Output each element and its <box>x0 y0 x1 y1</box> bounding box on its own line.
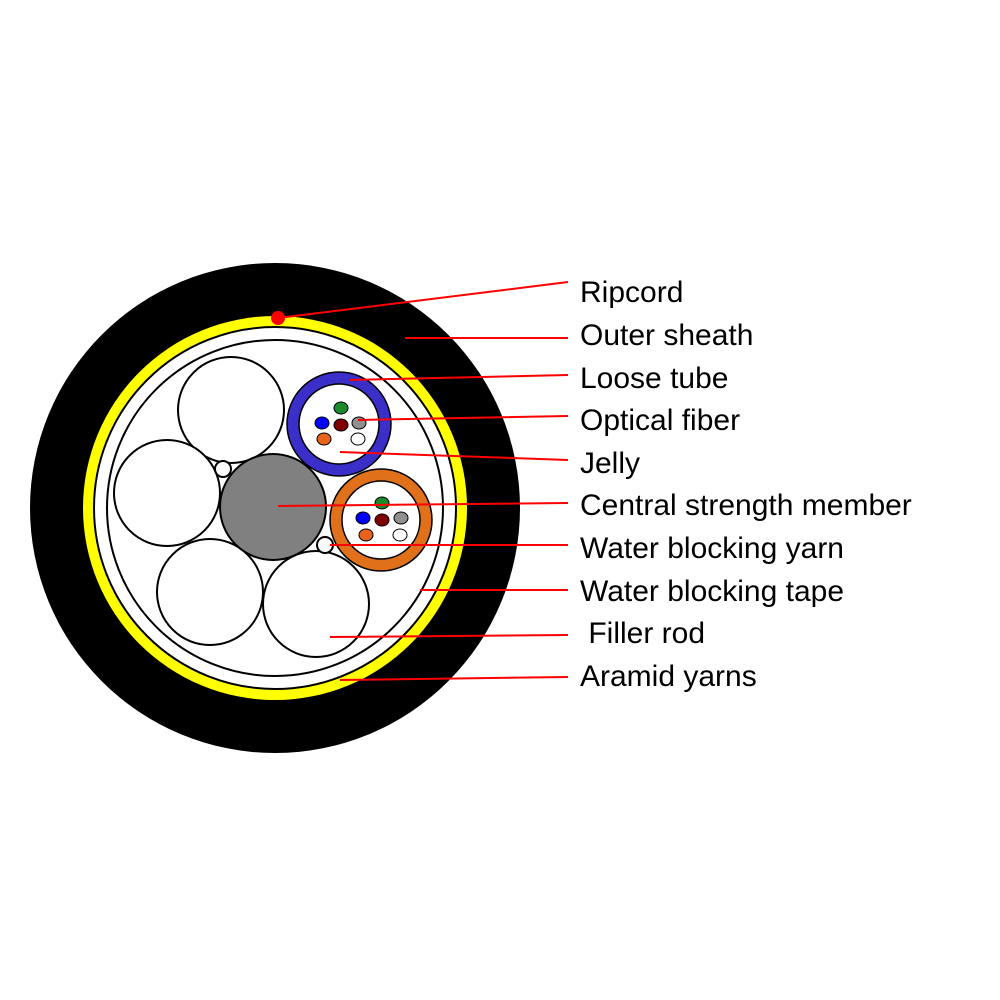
label-aramid-yarns: Aramid yarns <box>580 660 757 693</box>
optical-fiber <box>393 511 409 525</box>
filler-rod <box>113 439 221 547</box>
leader-line-filler-rod <box>329 634 569 638</box>
label-water-blocking-tape: Water blocking tape <box>580 575 844 608</box>
label-optical-fiber: Optical fiber <box>580 404 740 437</box>
optical-fiber <box>350 432 366 446</box>
filler-rod <box>262 550 370 658</box>
loose-tube-orange-edge <box>329 468 433 572</box>
loose-tube-blue-edge <box>286 371 392 477</box>
leader-line-aramid-yarns <box>339 676 569 681</box>
label-central-strength-member: Central strength member <box>580 489 912 522</box>
leader-lines <box>277 281 569 681</box>
label-loose-tube: Loose tube <box>580 362 728 395</box>
loose-tube-blue-inner-edge <box>298 383 380 465</box>
leader-line-ripcord <box>277 281 569 319</box>
leader-line-loose-tube <box>349 374 569 381</box>
leader-line-optical-fiber <box>357 415 569 421</box>
optical-fiber <box>392 528 408 542</box>
optical-fiber <box>316 432 332 446</box>
optical-fibers-blue-tube <box>314 401 367 446</box>
optical-fiber <box>355 511 371 525</box>
optical-fiber <box>374 496 390 510</box>
leader-line-central-strength-member <box>277 502 569 507</box>
filler-rod <box>177 356 285 464</box>
optical-fiber <box>333 401 349 415</box>
label-ripcord: Ripcord <box>580 276 683 309</box>
optical-fibers-orange-tube <box>355 496 409 542</box>
optical-fiber <box>374 513 390 527</box>
filler-rod <box>156 538 264 646</box>
optical-fiber <box>358 528 374 542</box>
optical-fiber <box>351 416 367 430</box>
loose-tube-orange-inner-edge <box>341 480 421 560</box>
central-strength-member <box>219 453 327 561</box>
labels: Ripcord Outer sheath Loose tube Optical … <box>580 276 912 693</box>
water-blocking-yarn <box>214 460 232 478</box>
label-water-blocking-yarn: Water blocking yarn <box>580 532 844 565</box>
optical-fiber <box>314 416 330 430</box>
leader-line-jelly <box>339 451 569 461</box>
label-outer-sheath: Outer sheath <box>580 319 753 352</box>
optical-fiber <box>333 418 349 432</box>
label-filler-rod: Filler rod <box>580 617 705 650</box>
label-jelly: Jelly <box>580 447 640 480</box>
